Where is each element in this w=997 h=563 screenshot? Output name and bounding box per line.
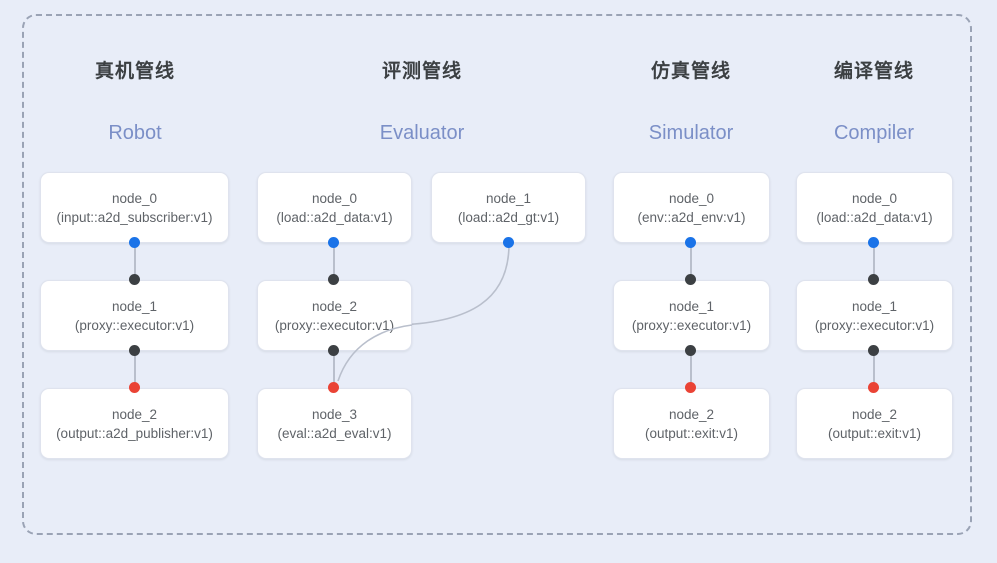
port-output-evaluator-0[interactable] — [328, 237, 339, 248]
port-output-compiler-0[interactable] — [868, 237, 879, 248]
node-card-evaluator-0[interactable]: node_0 (load::a2d_data:v1) — [257, 172, 412, 243]
node-type: (input::a2d_subscriber:v1) — [56, 209, 213, 225]
edge-sim-1-2 — [690, 348, 692, 390]
node-card-robot-2[interactable]: node_2 (output::a2d_publisher:v1) — [40, 388, 229, 459]
node-type: (proxy::executor:v1) — [74, 317, 195, 333]
node-type: (env::a2d_env:v1) — [637, 209, 746, 225]
node-type: (load::a2d_data:v1) — [816, 209, 933, 225]
node-name: node_2 — [851, 406, 898, 422]
edge-eval-2-3 — [333, 348, 335, 390]
node-card-compiler-0[interactable]: node_0 (load::a2d_data:v1) — [796, 172, 953, 243]
node-card-simulator-1[interactable]: node_1 (proxy::executor:v1) — [613, 280, 770, 351]
node-name: node_2 — [111, 406, 158, 422]
node-name: node_1 — [668, 298, 715, 314]
node-card-robot-1[interactable]: node_1 (proxy::executor:v1) — [40, 280, 229, 351]
node-name: node_0 — [668, 190, 715, 206]
port-input-evaluator-2[interactable] — [328, 274, 339, 285]
port-input-simulator-1[interactable] — [685, 274, 696, 285]
port-output-simulator-0[interactable] — [685, 237, 696, 248]
node-type: (load::a2d_data:v1) — [276, 209, 393, 225]
port-input-compiler-1[interactable] — [868, 274, 879, 285]
node-card-robot-0[interactable]: node_0 (input::a2d_subscriber:v1) — [40, 172, 229, 243]
node-type: (eval::a2d_eval:v1) — [277, 425, 392, 441]
node-type: (output::a2d_publisher:v1) — [56, 425, 213, 441]
port-output-robot-0[interactable] — [129, 237, 140, 248]
port-terminal-robot-2[interactable] — [129, 382, 140, 393]
node-type: (proxy::executor:v1) — [814, 317, 935, 333]
edge-eval-0-2 — [333, 240, 335, 282]
node-card-compiler-2[interactable]: node_2 (output::exit:v1) — [796, 388, 953, 459]
edge-sim-0-1 — [690, 240, 692, 282]
diagram-outer-frame — [22, 14, 972, 535]
node-name: node_0 — [851, 190, 898, 206]
node-name: node_1 — [485, 190, 532, 206]
node-type: (output::exit:v1) — [644, 425, 739, 441]
port-terminal-simulator-2[interactable] — [685, 382, 696, 393]
node-name: node_0 — [311, 190, 358, 206]
node-type: (proxy::executor:v1) — [631, 317, 752, 333]
node-type: (proxy::executor:v1) — [274, 317, 395, 333]
node-card-simulator-0[interactable]: node_0 (env::a2d_env:v1) — [613, 172, 770, 243]
node-name: node_2 — [668, 406, 715, 422]
node-name: node_1 — [851, 298, 898, 314]
port-terminal-evaluator-3[interactable] — [328, 382, 339, 393]
port-input-robot-1[interactable] — [129, 274, 140, 285]
port-output-simulator-1[interactable] — [685, 345, 696, 356]
port-output-evaluator-2[interactable] — [328, 345, 339, 356]
edge-robot-0-1 — [134, 240, 136, 282]
port-output-compiler-1[interactable] — [868, 345, 879, 356]
node-card-simulator-2[interactable]: node_2 (output::exit:v1) — [613, 388, 770, 459]
node-card-evaluator-1[interactable]: node_1 (load::a2d_gt:v1) — [431, 172, 586, 243]
node-card-evaluator-3[interactable]: node_3 (eval::a2d_eval:v1) — [257, 388, 412, 459]
edge-comp-1-2 — [873, 348, 875, 390]
node-card-evaluator-2[interactable]: node_2 (proxy::executor:v1) — [257, 280, 412, 351]
node-name: node_0 — [111, 190, 158, 206]
edge-comp-0-1 — [873, 240, 875, 282]
node-type: (load::a2d_gt:v1) — [457, 209, 560, 225]
port-output-robot-1[interactable] — [129, 345, 140, 356]
node-name: node_2 — [311, 298, 358, 314]
port-terminal-compiler-2[interactable] — [868, 382, 879, 393]
port-output-evaluator-1[interactable] — [503, 237, 514, 248]
edge-robot-1-2 — [134, 348, 136, 390]
node-name: node_3 — [311, 406, 358, 422]
node-card-compiler-1[interactable]: node_1 (proxy::executor:v1) — [796, 280, 953, 351]
node-type: (output::exit:v1) — [827, 425, 922, 441]
node-name: node_1 — [111, 298, 158, 314]
